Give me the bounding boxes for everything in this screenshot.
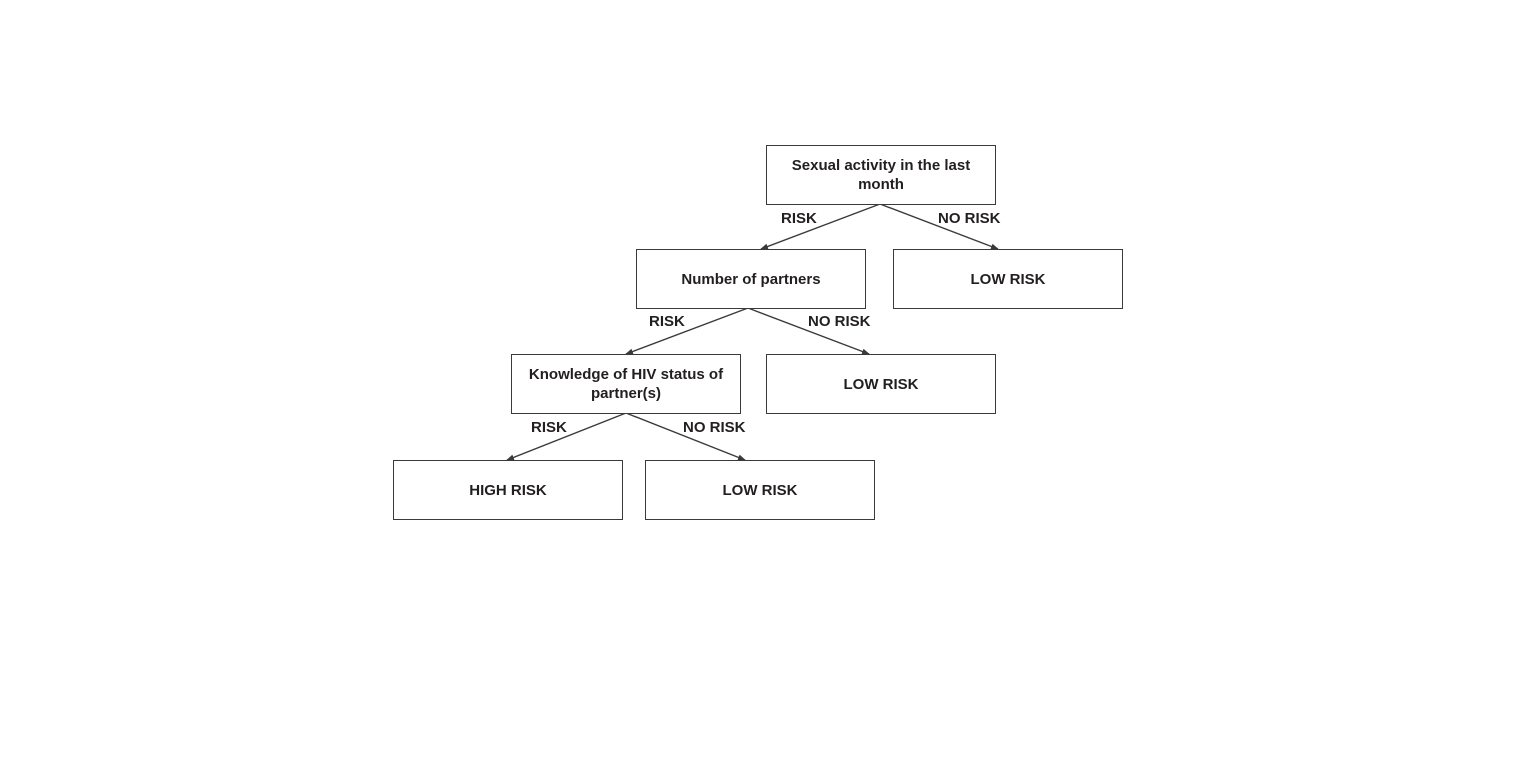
node-high-risk-label: HIGH RISK bbox=[469, 481, 547, 499]
node-low-risk-level-3-label: LOW RISK bbox=[843, 375, 919, 393]
node-sexual-activity-label: Sexual activity in the last month bbox=[791, 157, 971, 193]
node-sexual-activity: Sexual activity in the last month bbox=[766, 145, 996, 205]
node-hiv-status-knowledge-label: Knowledge of HIV status of partner(s) bbox=[528, 366, 724, 402]
node-hiv-status-knowledge: Knowledge of HIV status of partner(s) bbox=[511, 354, 741, 414]
node-number-of-partners: Number of partners bbox=[636, 249, 866, 309]
edge-root-to-partners bbox=[760, 203, 881, 250]
edge-label-root-risk: RISK bbox=[781, 210, 817, 227]
edge-hiv-status-to-low-risk bbox=[625, 412, 746, 461]
edge-label-partners-no-risk: NO RISK bbox=[808, 313, 871, 330]
node-low-risk-level-2-label: LOW RISK bbox=[970, 270, 1046, 288]
edge-partners-to-low-risk bbox=[747, 307, 870, 355]
node-high-risk: HIGH RISK bbox=[393, 460, 623, 520]
edge-hiv-status-to-high-risk bbox=[506, 412, 627, 461]
edge-label-partners-risk: RISK bbox=[649, 313, 685, 330]
node-number-of-partners-label: Number of partners bbox=[681, 270, 821, 288]
node-low-risk-level-4: LOW RISK bbox=[645, 460, 875, 520]
edge-label-root-no-risk: NO RISK bbox=[938, 210, 1001, 227]
edge-label-hiv-risk: RISK bbox=[531, 419, 567, 436]
node-low-risk-level-3: LOW RISK bbox=[766, 354, 996, 414]
edge-root-to-low-risk bbox=[879, 203, 999, 250]
node-low-risk-level-2: LOW RISK bbox=[893, 249, 1123, 309]
edge-label-hiv-no-risk: NO RISK bbox=[683, 419, 746, 436]
edge-partners-to-hiv-status bbox=[625, 307, 749, 355]
node-low-risk-level-4-label: LOW RISK bbox=[722, 481, 798, 499]
